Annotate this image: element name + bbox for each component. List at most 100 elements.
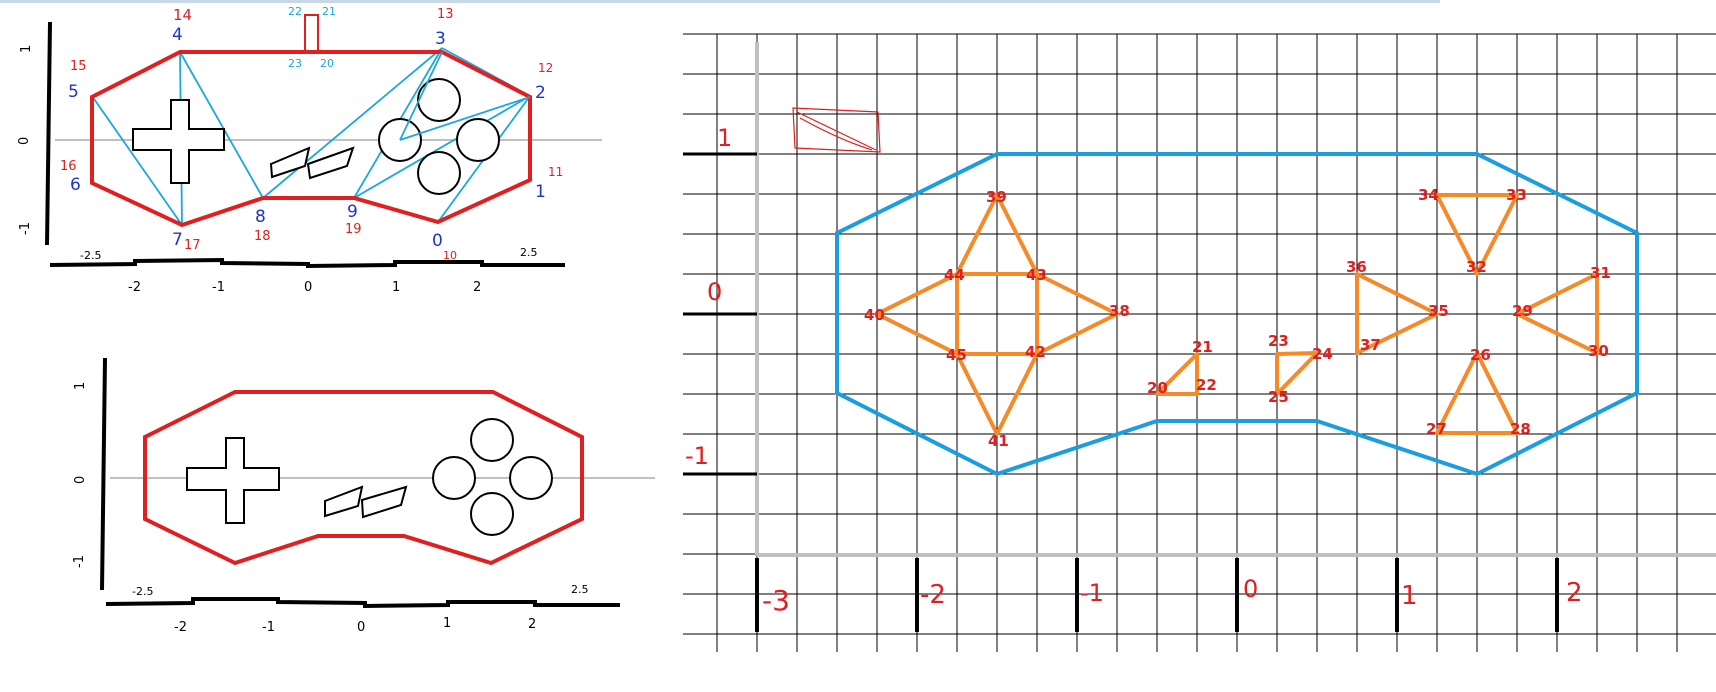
bottom-xtick-0: 0 — [357, 620, 365, 635]
point-31: 31 — [1590, 264, 1611, 282]
grid-ytick-0: 0 — [707, 278, 722, 306]
bottom-xtick-minus1: -1 — [262, 620, 275, 635]
vertex-9-label: 9 — [347, 202, 358, 222]
top-ytick-0: 0 — [17, 137, 32, 145]
bottom-x-axis — [105, 597, 620, 609]
bottom-ytick-0: 0 — [73, 476, 88, 484]
vertex-6-label: 6 — [70, 175, 81, 195]
top-face-button-bottom — [417, 151, 461, 195]
point-36: 36 — [1346, 258, 1367, 276]
point-28: 28 — [1510, 420, 1531, 438]
top-strip — [0, 0, 1440, 3]
vertex-8-label: 8 — [255, 207, 266, 227]
point-38: 38 — [1109, 302, 1130, 320]
top-end-label-left: -2.5 — [80, 249, 101, 262]
vertex-3-label: 3 — [435, 29, 446, 49]
top-face-button-top — [417, 78, 461, 122]
point-30: 30 — [1588, 342, 1609, 360]
scribble-sketch — [792, 107, 881, 153]
grid-xtick-2: 2 — [1566, 578, 1583, 608]
top-y-axis — [45, 21, 52, 246]
bottom-y-axis — [100, 357, 107, 591]
point-34: 34 — [1418, 186, 1439, 204]
slot-label-23: 23 — [288, 57, 302, 70]
vertex-4-label: 4 — [172, 25, 183, 45]
grid-xtick-minus1: -1 — [1080, 579, 1104, 607]
grid-xtick-1: 1 — [1401, 581, 1418, 611]
point-44: 44 — [944, 266, 965, 284]
vertex-14-label: 14 — [173, 6, 192, 24]
grid-ytick-minus1: -1 — [685, 442, 709, 470]
top-end-label-right: 2.5 — [520, 246, 538, 259]
point-25: 25 — [1268, 388, 1289, 406]
vertex-0-label: 0 — [432, 231, 443, 251]
grid-ytick-1: 1 — [717, 124, 732, 152]
bottom-xtick-minus2: -2 — [174, 620, 187, 635]
vertex-18-label: 18 — [254, 229, 271, 244]
top-select-button — [269, 146, 311, 179]
top-xtick-minus2: -2 — [128, 280, 141, 295]
top-xtick-1: 1 — [392, 280, 400, 295]
point-32: 32 — [1466, 258, 1487, 276]
vertex-13-label: 13 — [437, 7, 454, 22]
point-29: 29 — [1512, 302, 1533, 320]
top-controller-outline — [90, 50, 532, 228]
top-start-button — [306, 146, 355, 180]
point-40: 40 — [864, 306, 885, 324]
bottom-dpad — [186, 437, 280, 524]
point-35: 35 — [1428, 302, 1449, 320]
point-43: 43 — [1026, 266, 1047, 284]
vertex-2-label: 2 — [535, 83, 546, 103]
point-42: 42 — [1025, 343, 1046, 361]
vertex-1-label: 1 — [535, 182, 546, 202]
bottom-controller-outline — [143, 390, 584, 566]
bottom-select-button — [324, 485, 364, 518]
bottom-ytick-1: 1 — [73, 382, 88, 390]
bottom-end-label-left: -2.5 — [132, 585, 153, 598]
top-dpad — [132, 99, 225, 184]
slot-label-20: 20 — [320, 57, 334, 70]
grid-triangles — [875, 193, 1599, 436]
point-41: 41 — [988, 432, 1009, 450]
point-27: 27 — [1426, 420, 1447, 438]
top-face-button-right — [456, 118, 500, 162]
top-wireframe — [91, 16, 531, 226]
top-controller-diagram: 1 0 -1 -2 -1 0 1 2 -2.5 2.5 — [17, 5, 602, 295]
bottom-ytick-minus1: -1 — [72, 555, 87, 568]
grid-diagram: 1 0 -1 -3 -2 -1 0 1 2 — [683, 33, 1716, 652]
top-xtick-2: 2 — [473, 280, 481, 295]
bottom-start-button — [360, 485, 408, 519]
point-22: 22 — [1196, 376, 1217, 394]
vertex-5-label: 5 — [68, 82, 79, 102]
vertex-16-label: 16 — [60, 159, 77, 174]
grid-xtick-0: 0 — [1243, 575, 1258, 603]
top-xtick-minus1: -1 — [212, 280, 225, 295]
point-23: 23 — [1268, 332, 1289, 350]
point-39: 39 — [986, 188, 1007, 206]
bottom-face-button-left — [432, 456, 476, 500]
grid-xtick-minus2: -2 — [920, 580, 946, 610]
bottom-face-button-top — [470, 418, 514, 462]
point-20: 20 — [1147, 379, 1168, 397]
point-26: 26 — [1470, 346, 1491, 364]
top-slot — [304, 14, 319, 53]
bottom-xtick-2: 2 — [528, 617, 536, 632]
vertex-7-label: 7 — [172, 230, 183, 250]
vertex-17-label: 17 — [184, 238, 201, 253]
bottom-xtick-1: 1 — [443, 616, 451, 631]
grid-controller-outline — [835, 152, 1639, 477]
vertex-19-label: 19 — [345, 222, 362, 237]
bottom-end-label-right: 2.5 — [571, 583, 589, 596]
bottom-controller-diagram: 1 0 -1 -2 -1 0 1 2 -2.5 2.5 — [72, 357, 655, 635]
slot-label-22: 22 — [288, 5, 302, 18]
top-x-axis — [49, 257, 565, 269]
vertex-12-label: 12 — [538, 61, 553, 75]
point-24: 24 — [1312, 345, 1333, 363]
bottom-face-button-right — [509, 456, 553, 500]
point-37: 37 — [1360, 336, 1381, 354]
top-ytick-minus1: -1 — [18, 222, 33, 235]
point-45: 45 — [946, 346, 967, 364]
point-21: 21 — [1192, 338, 1213, 356]
top-ytick-1: 1 — [19, 45, 34, 53]
